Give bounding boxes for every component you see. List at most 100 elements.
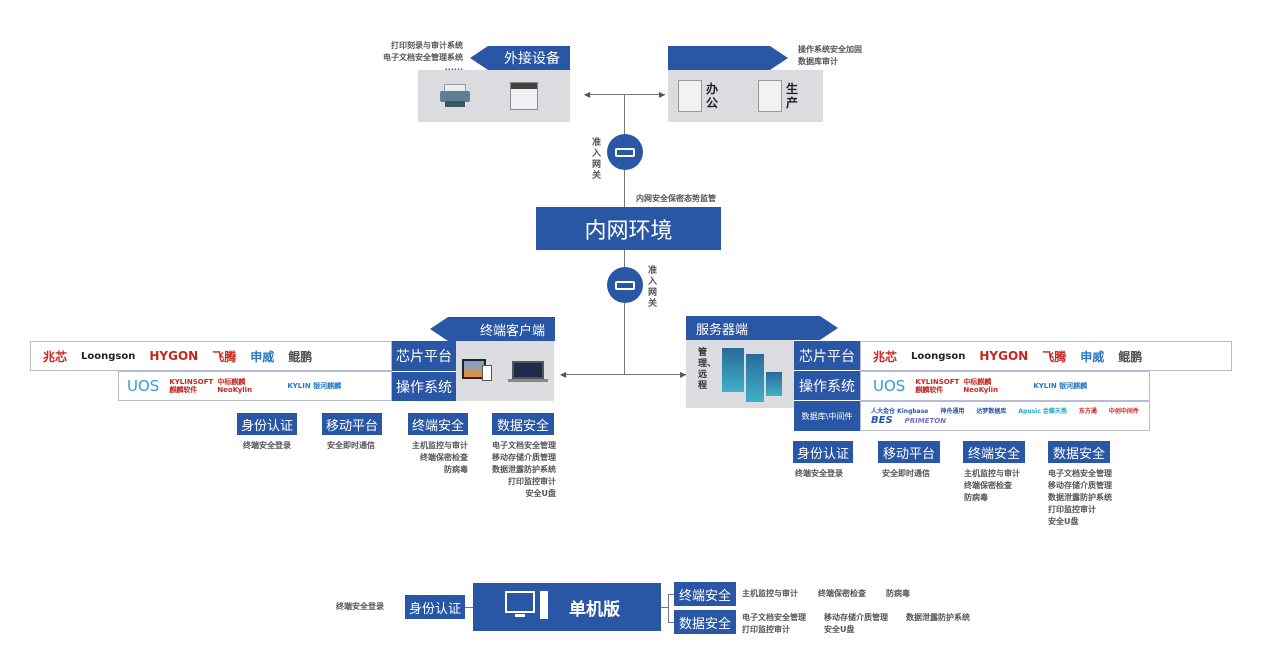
logo-primeton: PRIMETON xyxy=(904,416,947,425)
logo-hygon: HYGON xyxy=(979,349,1029,363)
item: 防病毒 xyxy=(964,493,988,502)
connector-line xyxy=(465,607,473,608)
logo-neokylin: 中标麒麟 NeoKylin xyxy=(963,378,999,394)
logo-tongtech: 东方通 xyxy=(1078,408,1097,415)
client-data-items: 电子文档安全管理 移动存储介质管理 数据泄露防护系统 打印监控审计 安全U盘 xyxy=(482,440,556,500)
arrow-left-icon: ◀ xyxy=(584,90,591,99)
gateway-icon xyxy=(607,134,643,170)
connector-line xyxy=(668,594,669,622)
server-auth-item: 终端安全登录 xyxy=(795,469,843,478)
standalone-terminal-tag: 终端安全 xyxy=(674,582,736,606)
server-banner: 服务器端 xyxy=(686,316,838,340)
server-icon xyxy=(758,80,782,112)
item: 数据泄露防护系统 xyxy=(906,613,970,622)
standalone-auth-tag: 身份认证 xyxy=(405,595,465,619)
laptop-icon xyxy=(512,361,544,379)
logo-phytium: 飞腾 xyxy=(1042,349,1067,364)
client-os-label: 操作系统 xyxy=(392,372,456,401)
arrow-right-icon: ▶ xyxy=(680,370,687,379)
monitor-stand xyxy=(515,614,525,617)
production-label: 生产 xyxy=(786,82,799,110)
pc-tower-icon xyxy=(540,591,548,619)
item: 电子文档安全管理 xyxy=(1048,469,1112,478)
client-chip-label: 芯片平台 xyxy=(392,341,456,371)
logo-dameng: 达梦数据库 xyxy=(976,408,1007,415)
logo-neokylin: 中标麒麟 NeoKylin xyxy=(217,378,253,394)
item: 主机监控与审计 xyxy=(964,469,1020,478)
intranet-note: 内网安全保密态势监管 xyxy=(636,194,716,203)
logo-kylinsoft: KYLINSOFT 麒麟软件 xyxy=(169,378,214,394)
gateway-icon xyxy=(607,267,643,303)
gateway-label: 准入网关 xyxy=(592,138,602,181)
logo-kunpeng: 鲲鹏 xyxy=(288,349,313,364)
connector-line xyxy=(562,374,686,375)
office-notes: 操作系统安全加固 数据库审计 xyxy=(798,44,862,68)
item: 打印监控审计 xyxy=(508,477,556,486)
server-panel: 管理、远程 xyxy=(686,340,794,408)
item: 终端保密检查 xyxy=(964,481,1012,490)
logo-inforbus: 中创中间件 xyxy=(1108,408,1139,415)
server-title: 服务器端 xyxy=(696,322,749,338)
item: 防病毒 xyxy=(444,465,468,474)
item: 电子文档安全管理 xyxy=(492,441,556,450)
item: 移动存储介质管理 xyxy=(1048,481,1112,490)
item: 数据泄露防护系统 xyxy=(1048,493,1112,502)
server-chip-label: 芯片平台 xyxy=(794,341,860,370)
server-db-label: 数据库\中间件 xyxy=(794,401,860,431)
intranet-title: 内网环境 xyxy=(584,218,673,244)
server-db-logos: 人大金仓 Kingbase 神舟通用 达梦数据库 Apusic 金蝶天燕 东方通… xyxy=(860,401,1150,431)
servers-banner xyxy=(668,46,788,70)
note: 电子文档安全管理系统 xyxy=(383,53,463,62)
standalone-terminal-items: 主机监控与审计 终端保密检查 防病毒 xyxy=(742,588,910,600)
server-rack-icon xyxy=(746,354,764,402)
standalone-data-tag: 数据安全 xyxy=(674,610,736,634)
client-os-logos: UOS KYLINSOFT 麒麟软件 中标麒麟 NeoKylin KYLIN 银… xyxy=(118,371,392,401)
client-data-tag: 数据安全 xyxy=(492,413,554,435)
logo-apusic: Apusic 金蝶天燕 xyxy=(1018,408,1067,415)
item: 电子文档安全管理 xyxy=(742,613,806,622)
connector-line xyxy=(668,594,674,595)
connector-line xyxy=(624,250,625,375)
item: 终端保密检查 xyxy=(818,589,866,598)
connector-line xyxy=(661,607,668,608)
phone-icon xyxy=(482,365,492,381)
item: 防病毒 xyxy=(886,589,910,598)
item: 安全U盘 xyxy=(525,489,557,498)
logo-loongson: Loongson xyxy=(81,350,136,362)
external-notes: 打印刻录与审计系统 电子文档安全管理系统 ······ xyxy=(368,40,463,76)
printer-icon xyxy=(440,84,470,108)
laptop-base xyxy=(508,379,548,382)
client-devices-panel xyxy=(456,341,554,401)
connector-line xyxy=(668,622,674,623)
logo-loongson: Loongson xyxy=(911,350,966,362)
arrow-right-icon: ▶ xyxy=(659,90,666,99)
client-auth-item: 终端安全登录 xyxy=(243,441,291,450)
copier-icon xyxy=(510,82,538,110)
client-mobile-tag: 移动平台 xyxy=(322,413,382,435)
note: 操作系统安全加固 xyxy=(798,45,862,54)
logo-kylinsoft: KYLINSOFT 麒麟软件 xyxy=(915,378,960,394)
logo-sunway: 申威 xyxy=(250,349,275,364)
server-auth-tag: 身份认证 xyxy=(793,441,853,463)
item: 移动存储介质管理 xyxy=(492,453,556,462)
item: 移动存储介质管理 xyxy=(824,613,888,622)
server-os-label: 操作系统 xyxy=(794,371,860,400)
item: 打印监控审计 xyxy=(1048,505,1096,514)
note: 数据库审计 xyxy=(798,57,838,66)
client-terminal-tag: 终端安全 xyxy=(408,413,468,435)
intranet-box: 内网环境 xyxy=(536,207,721,250)
item: 主机监控与审计 xyxy=(412,441,468,450)
logo-hygon: HYGON xyxy=(149,349,199,363)
item: 打印监控审计 xyxy=(742,625,790,634)
client-title: 终端客户端 xyxy=(479,323,545,339)
server-side-text: 管理、远程 xyxy=(698,348,717,391)
external-title: 外接设备 xyxy=(504,51,560,67)
server-os-logos: UOS KYLINSOFT 麒麟软件 中标麒麟 NeoKylin KYLIN 银… xyxy=(860,371,1150,401)
standalone-auth-note: 终端安全登录 xyxy=(336,602,384,611)
office-panel: 办公 生产 xyxy=(668,70,823,122)
logo-sunway: 申威 xyxy=(1080,349,1105,364)
logo-shenzhou: 神舟通用 xyxy=(940,408,965,415)
logo-kingbase: 人大金仓 Kingbase xyxy=(871,408,929,415)
external-devices-banner: 外接设备 xyxy=(470,46,570,70)
client-banner: 终端客户端 xyxy=(430,317,555,341)
